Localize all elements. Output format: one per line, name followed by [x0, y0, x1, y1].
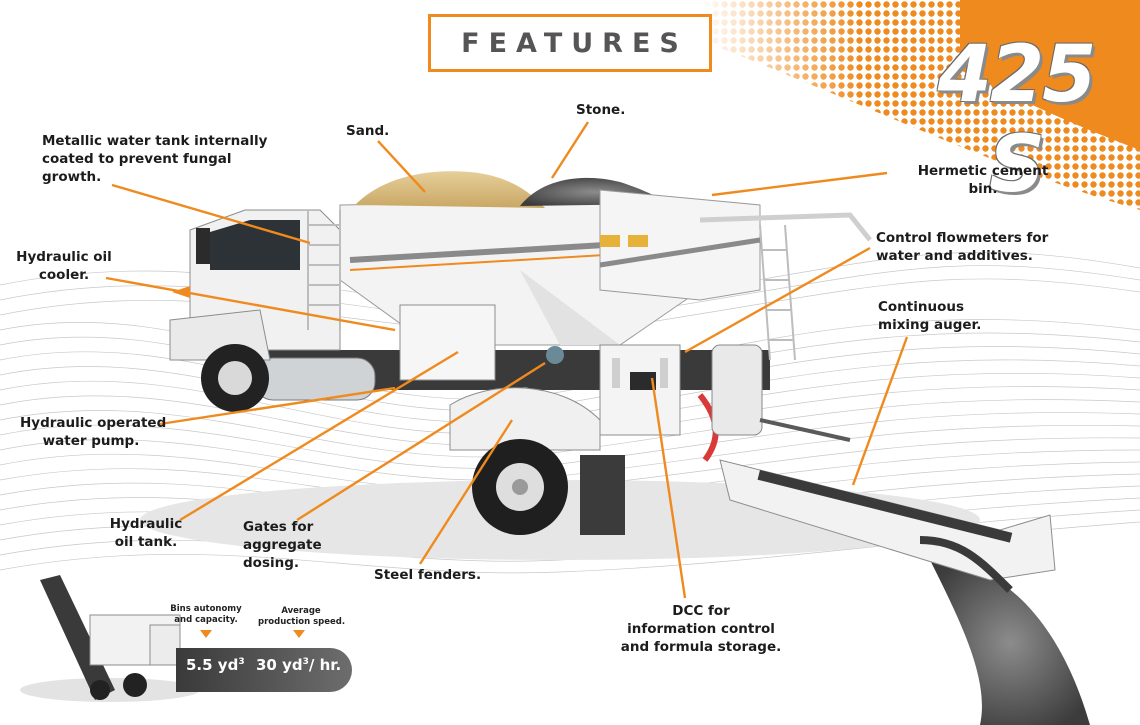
- title-frame: FEATURES: [428, 14, 712, 72]
- concrete-pile: [930, 560, 1090, 725]
- callout-sand: Sand.: [346, 123, 390, 139]
- production-speed-value: 30 yd3/ hr.: [256, 656, 342, 674]
- speed-caption: Average production speed.: [258, 606, 346, 627]
- leader-lines: [105, 121, 909, 599]
- callout-water-tank: Metallic water tank internally coated to…: [42, 133, 268, 185]
- model-name: 425 S: [937, 30, 1097, 210]
- callout-flowmeters: Control flowmeters for water and additiv…: [876, 230, 1049, 264]
- callout-oil-tank: Hydraulic oil tank.: [109, 516, 183, 550]
- callout-fenders: Steel fenders.: [374, 567, 482, 583]
- callout-water-pump: Hydraulic operated water pump.: [20, 415, 167, 449]
- sand-pile: [355, 171, 545, 208]
- callout-cement-bin: Hermetic cement bin.: [917, 163, 1049, 197]
- callout-dcc: DCC for information control and formula …: [620, 603, 782, 655]
- truck-thumbnail: [20, 575, 200, 702]
- arrow-down-icon: [200, 630, 212, 638]
- arrow-down-icon: [293, 630, 305, 638]
- callout-oil-cooler: Hydraulic oil cooler.: [16, 249, 112, 283]
- callout-mixing-auger: Continuous mixing auger.: [878, 299, 982, 333]
- bins-capacity-value: 5.5 yd3: [186, 656, 245, 674]
- page-title: FEATURES: [461, 27, 688, 59]
- spec-bar: [176, 648, 352, 692]
- callout-gates: Gates for aggregate dosing.: [243, 519, 322, 571]
- callout-stone: Stone.: [576, 102, 626, 118]
- bins-caption: Bins autonomy and capacity.: [170, 604, 242, 625]
